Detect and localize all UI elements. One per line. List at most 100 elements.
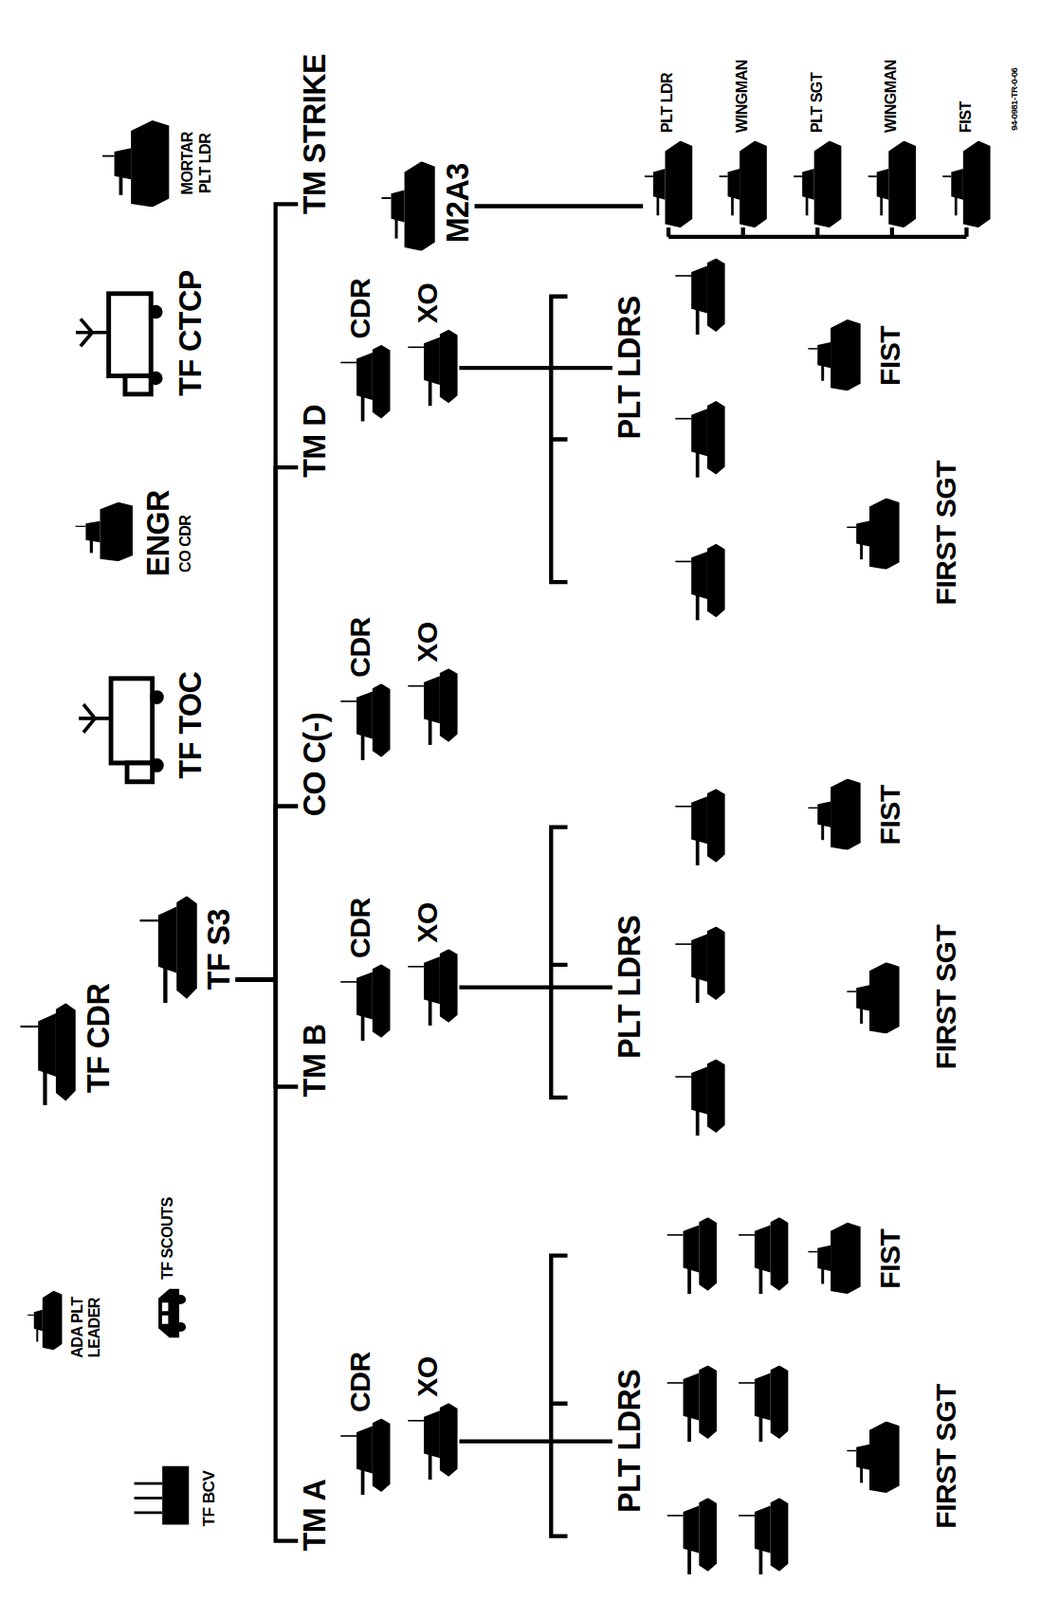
tank-icon [667, 1365, 717, 1443]
unit-label: PLT LDRS [612, 1369, 647, 1514]
vehicle-icon [137, 895, 200, 1004]
vehicle-icon [844, 497, 901, 569]
vehicle-icon [132, 1462, 192, 1530]
vehicle-silhouette [644, 141, 693, 229]
unit-node: CDR [338, 617, 392, 761]
unit-node: TM STRIKE [297, 54, 332, 215]
tank-icon [738, 1497, 788, 1575]
unit-label: CDR [345, 617, 377, 678]
unit-label: FIST [876, 785, 908, 845]
unit-node: TM B [297, 1024, 332, 1097]
unit-node: TM A [297, 1479, 332, 1552]
vehicle-silhouette [407, 949, 457, 1026]
vehicle-icon [405, 668, 459, 746]
vehicle-silhouette [27, 1291, 62, 1351]
unit-label: TF TOC [173, 672, 208, 780]
tank-icon [738, 1365, 788, 1443]
vehicle-icon [805, 778, 862, 850]
vehicle-silhouette [78, 678, 165, 783]
vehicle-icon [150, 1287, 188, 1341]
tank-icon [667, 1217, 717, 1295]
vehicle-icon [844, 962, 901, 1034]
vehicle-silhouette [807, 319, 860, 391]
unit-node: ADA PLT LEADER [26, 1281, 104, 1374]
unit-label: FIST [957, 101, 975, 133]
unit-node: TF BCV [132, 1462, 219, 1530]
vehicle-icon [99, 120, 171, 208]
tank-icon [675, 927, 725, 1005]
vehicle-icon [405, 949, 459, 1026]
vehicle-silhouette [942, 141, 990, 229]
unit-label: FIRST SGT [931, 1384, 963, 1530]
unit-label: WINGMAN [882, 59, 900, 133]
connector-line [458, 985, 612, 989]
unit-label: TM STRIKE [297, 54, 332, 215]
vehicle-icon [338, 345, 392, 422]
unit-label: MORTAR PLT LDR [179, 122, 214, 204]
connector-line [236, 467, 299, 980]
unit-node: XO [405, 283, 459, 406]
unit-label: CDR [345, 897, 377, 959]
unit-node: PLT LDRS [612, 915, 647, 1060]
unit-node: PLT LDRS [612, 1369, 647, 1514]
vehicle-silhouette [158, 1289, 186, 1338]
unit-label: FIST [876, 326, 908, 386]
vehicle-silhouette [407, 1403, 457, 1480]
vehicle-silhouette [407, 329, 457, 407]
vehicle-icon [866, 141, 918, 229]
unit-label: CDR [345, 1351, 377, 1413]
vehicle-silhouette [793, 141, 841, 229]
unit-label: CO C(-) [297, 712, 332, 817]
unit-label: XO [412, 621, 444, 662]
unit-label: PLT LDR [658, 73, 676, 133]
vehicle-icon [26, 1291, 64, 1351]
vehicle-icon [717, 141, 769, 229]
unit-label: PLT LDRS [612, 915, 647, 1060]
unit-label: FIRST SGT [931, 460, 963, 606]
platoon-bracket [550, 1256, 567, 1537]
vehicle-silhouette [75, 293, 164, 395]
unit-label: TF BCV [200, 1471, 219, 1528]
vehicle-silhouette [846, 962, 899, 1034]
unit-node: XO [405, 903, 459, 1026]
vehicle-silhouette [381, 161, 435, 252]
unit-node: M2A3 [379, 161, 475, 252]
vehicle-icon [791, 141, 843, 229]
unit-label: FIST [876, 1229, 908, 1290]
vehicle-silhouette [846, 497, 899, 569]
unit-label: FIRST SGT [931, 925, 963, 1071]
tank-icon [675, 401, 725, 478]
unit-label: XO [412, 283, 444, 324]
vehicle-icon [405, 329, 459, 407]
vehicle-icon [805, 319, 862, 391]
unit-label: TF CTCP [173, 270, 208, 397]
unit-label: ENGR [141, 490, 176, 577]
vehicle-silhouette [340, 683, 390, 761]
unit-node: TF TOC [76, 671, 208, 789]
vehicle-silhouette [846, 1422, 899, 1494]
connector-line [236, 805, 299, 980]
unit-node: FIST [805, 1223, 908, 1295]
vehicle-icon [76, 671, 169, 789]
unit-node: FIRST SGT [844, 924, 963, 1070]
vehicle-silhouette [75, 502, 133, 562]
vehicle-icon [844, 1422, 901, 1494]
unit-label: CDR [345, 278, 377, 340]
unit-label: XO [412, 1356, 444, 1397]
connector-line [236, 979, 299, 1541]
vehicle-icon [941, 141, 993, 229]
unit-node: TM D [297, 404, 332, 477]
unit-node: FIRST SGT [844, 460, 963, 606]
unit-label: PLT LDRS [612, 295, 647, 439]
vehicle-icon [805, 1223, 862, 1295]
unit-label: M2A3 [440, 163, 475, 243]
vehicle-icon [338, 683, 392, 761]
unit-node: CDR [338, 278, 392, 422]
vehicle-silhouette [19, 1003, 75, 1106]
unit-node: TF CTCP [73, 270, 208, 402]
tank-icon [675, 788, 725, 866]
vehicle-icon [379, 161, 437, 252]
tank-icon [675, 1059, 725, 1136]
vehicle-icon [642, 141, 694, 229]
